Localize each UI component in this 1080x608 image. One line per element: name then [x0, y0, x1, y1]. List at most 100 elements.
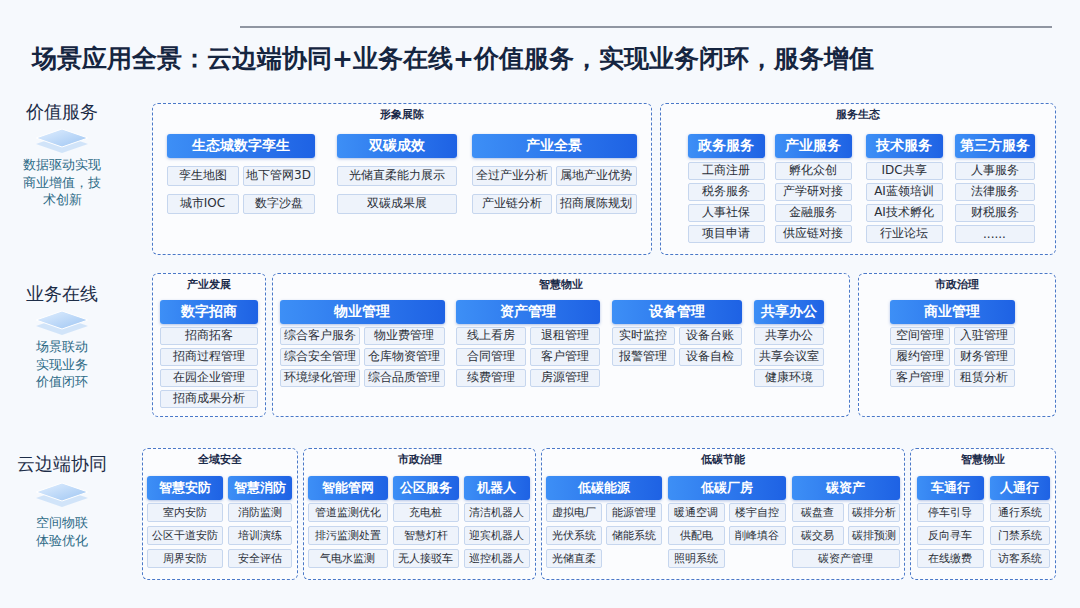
box-text: 行业论坛: [880, 225, 928, 242]
box-text: 共享会议室: [759, 348, 819, 365]
item-box: 通行系统: [990, 503, 1050, 522]
item-box: 招商拓客: [160, 327, 258, 345]
box-text: 智慧安防: [159, 479, 211, 497]
box-text: 在园企业管理: [173, 369, 245, 386]
item-box: 孪生地图: [167, 166, 239, 186]
item-box: 楼宇自控: [729, 503, 786, 522]
item-box: 暖通空调: [668, 503, 725, 522]
item-box: 房源管理: [530, 369, 600, 387]
box-text: 共享办公: [765, 327, 813, 344]
box-text: 机器人: [477, 479, 516, 497]
item-box: 门禁系统: [990, 526, 1050, 545]
item-box: 供配电: [668, 526, 725, 545]
box-text: 人事社保: [702, 204, 750, 221]
group-heading: 智慧物业: [273, 277, 849, 292]
box-text: 产业服务: [785, 137, 841, 155]
box-text: 续费管理: [467, 369, 515, 386]
box-text: 仓库物资管理: [368, 348, 440, 365]
group-heading: 服务生态: [661, 107, 1055, 122]
item-box: 消防监测: [228, 503, 292, 522]
item-box: 续费管理: [456, 369, 526, 387]
layer-title: 价值服务: [5, 100, 119, 124]
box-text: 物业费管理: [374, 327, 434, 344]
box-text: 智能管网: [322, 479, 374, 497]
box-text: 综合品质管理: [368, 369, 440, 386]
box-text: 财税服务: [971, 204, 1019, 221]
box-text: 孪生地图: [179, 167, 227, 184]
layer-description: 数据驱动实现商业增值，技术创新: [20, 156, 104, 209]
group-panel: 形象展陈生态城数字孪生孪生地图地下管网3D城市IOC数字沙盘双碳成效光储直柔能力…: [152, 103, 652, 255]
item-box: 工商注册: [688, 162, 765, 180]
item-box: 培训演练: [228, 526, 292, 545]
box-text: 碳交易: [801, 528, 834, 543]
box-text: 客户管理: [896, 369, 944, 386]
box-text: 供配电: [680, 528, 713, 543]
box-text: 全过产业分析: [476, 167, 548, 184]
item-box: 光储直柔: [546, 549, 602, 568]
item-box: 数字沙盘: [243, 194, 315, 214]
category-button: 低碳厂房: [668, 476, 786, 500]
group-panel: 低碳节能低碳能源虚拟电厂能源管理光伏系统储能系统光储直柔低碳厂房暖通空调楼宇自控…: [541, 448, 905, 580]
item-box: 客户管理: [890, 369, 951, 387]
item-box: 排污监测处置: [308, 526, 388, 545]
category-button: 设备管理: [612, 300, 742, 324]
item-box: 综合安全管理: [280, 348, 361, 366]
box-text: 孵化众创: [789, 162, 837, 179]
box-text: 商业管理: [924, 303, 980, 321]
page-title: 场景应用全景：云边端协同+业务在线+价值服务，实现业务闭环，服务增值: [32, 42, 874, 75]
item-box: 金融服务: [775, 204, 852, 222]
box-text: 削峰填谷: [735, 528, 779, 543]
box-text: AI蓝领培训: [874, 183, 934, 200]
item-box: 碳资产管理: [792, 549, 900, 568]
box-text: 空间管理: [896, 327, 944, 344]
item-box: 合同管理: [456, 348, 526, 366]
category-button: 智慧安防: [147, 476, 223, 500]
box-text: 数字招商: [181, 303, 237, 321]
category-button: 智慧消防: [228, 476, 292, 500]
item-box: 迎宾机器人: [464, 526, 530, 545]
item-box: 租赁分析: [954, 369, 1015, 387]
box-text: AI技术孵化: [874, 204, 934, 221]
box-text: 入驻管理: [960, 327, 1008, 344]
box-text: 税务服务: [702, 183, 750, 200]
box-text: 公区服务: [400, 479, 452, 497]
platform-icon: [36, 129, 88, 153]
item-box: 气电水监测: [308, 549, 388, 568]
platform-icon: [36, 483, 88, 507]
category-button: 产业服务: [775, 134, 852, 158]
layer-title: 业务在线: [5, 282, 119, 306]
box-text: 项目申请: [702, 225, 750, 242]
category-button: 共享办公: [754, 300, 824, 324]
item-box: 充电桩: [393, 503, 459, 522]
layer-title: 云边端协同: [5, 452, 119, 476]
category-button: 政务服务: [688, 134, 765, 158]
item-box: 周界安防: [147, 549, 223, 568]
item-box: 属地产业优势: [556, 166, 637, 186]
item-box: 线上看房: [456, 327, 526, 345]
item-box: 在线缴费: [917, 549, 984, 568]
box-text: 共享办公: [761, 303, 817, 321]
category-button: 机器人: [464, 476, 530, 500]
box-text: 工商注册: [702, 162, 750, 179]
box-text: 人事服务: [971, 162, 1019, 179]
box-text: 清洁机器人: [469, 505, 524, 520]
box-text: 产业全景: [526, 137, 582, 155]
item-box: 共享会议室: [754, 348, 824, 366]
group-panel: 市政治理智能管网管道监测优化排污监测处置气电水监测公区服务充电桩智慧灯杆无人接驳…: [303, 448, 536, 580]
box-text: 周界安防: [163, 551, 207, 566]
box-text: 反向寻车: [928, 528, 972, 543]
item-box: 履约管理: [890, 348, 951, 366]
box-text: 碳排分析: [852, 505, 896, 520]
item-box: 地下管网3D: [243, 166, 315, 186]
box-text: 属地产业优势: [560, 167, 632, 184]
box-text: 暖通空调: [674, 505, 718, 520]
box-text: 招商拓客: [185, 327, 233, 344]
item-box: AI蓝领培训: [866, 183, 943, 201]
category-button: 公区服务: [393, 476, 459, 500]
top-rule: [240, 26, 1052, 27]
box-text: 无人接驳车: [398, 551, 453, 566]
item-box: 入驻管理: [954, 327, 1015, 345]
item-box: IDC共享: [866, 162, 943, 180]
item-box: 产业链分析: [472, 194, 553, 214]
item-box: 实时监控: [612, 327, 675, 345]
